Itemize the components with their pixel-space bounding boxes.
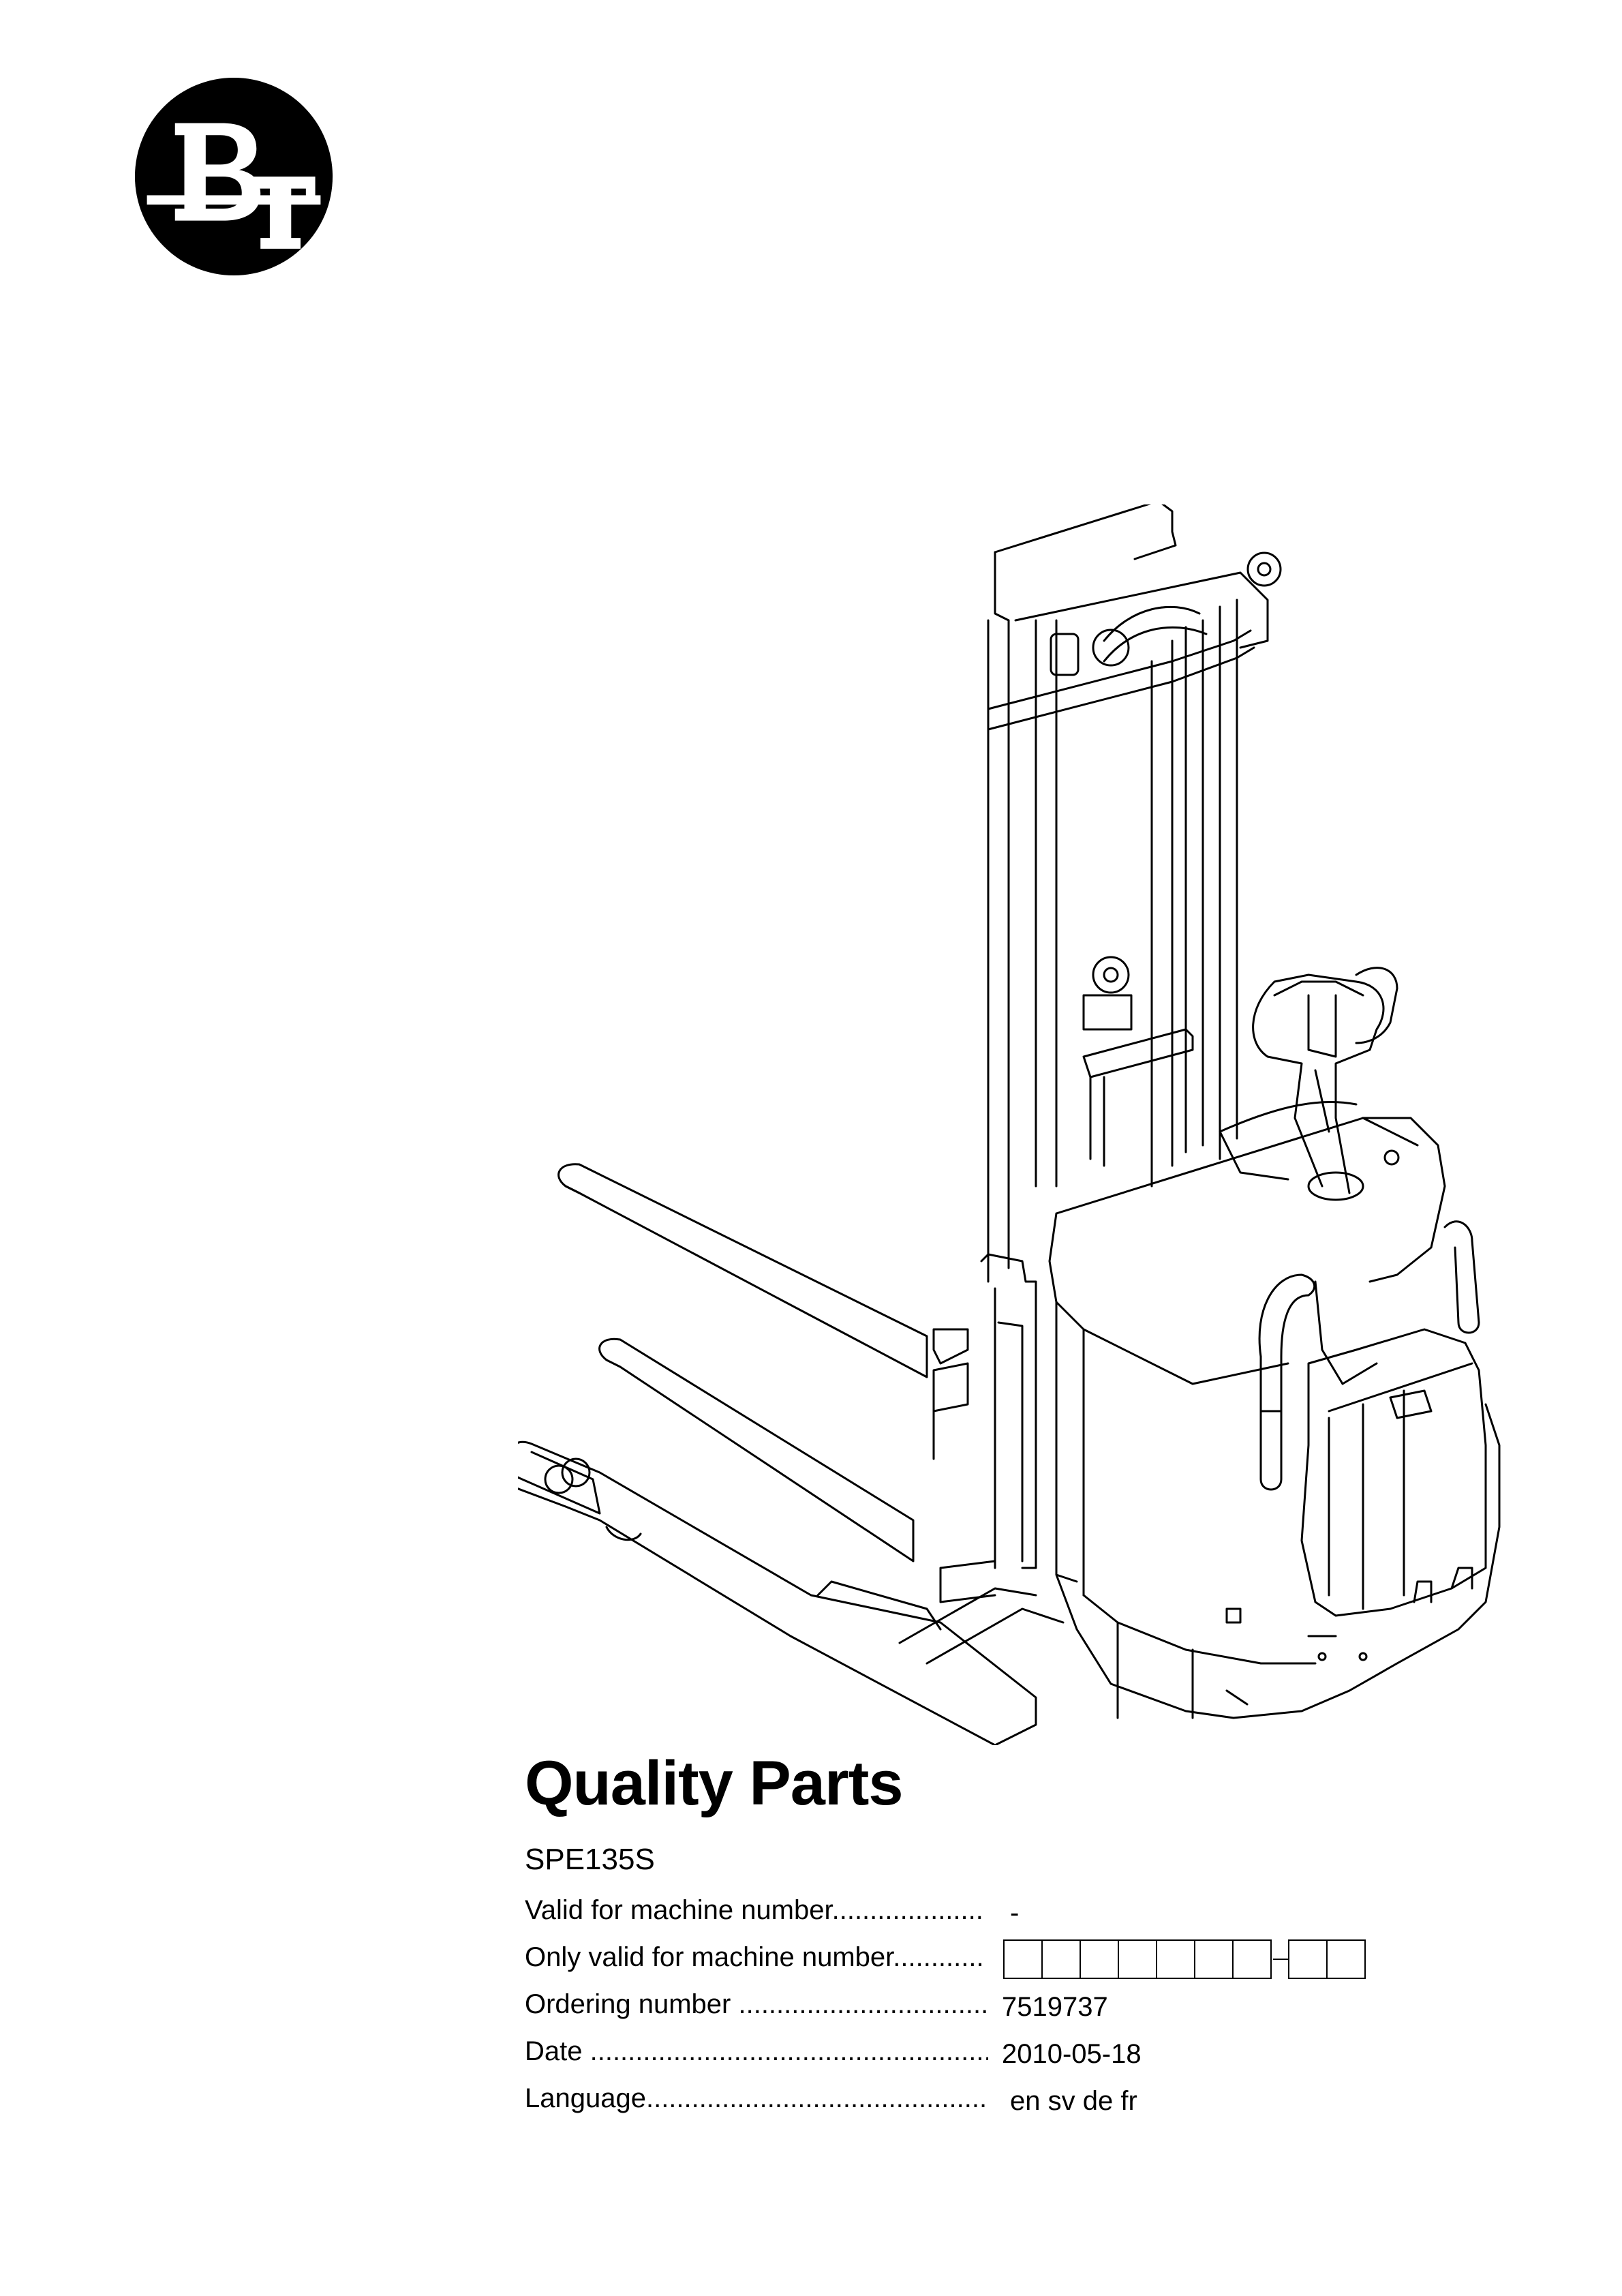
bt-logo bbox=[134, 77, 333, 276]
digit-box bbox=[1194, 1939, 1234, 1979]
info-row-ordering-number: Ordering number ........................… bbox=[525, 1989, 1411, 2036]
info-row-only-valid-machine: Only valid for machine number...........… bbox=[525, 1939, 1411, 1989]
info-row-date: Date ...................................… bbox=[525, 2036, 1411, 2083]
info-label: Date ...................................… bbox=[525, 2036, 988, 2066]
info-label: Only valid for machine number...........… bbox=[525, 1942, 984, 1972]
machine-number-boxes bbox=[1003, 1939, 1366, 1979]
info-label: Language................................… bbox=[525, 2083, 988, 2113]
info-label: Ordering number ........................… bbox=[525, 1989, 988, 2019]
digit-box bbox=[1080, 1939, 1119, 1979]
info-row-valid-machine: Valid for machine number................… bbox=[525, 1895, 1411, 1942]
model-name: SPE135S bbox=[525, 1843, 655, 1876]
digit-box bbox=[1288, 1939, 1328, 1979]
digit-box bbox=[1232, 1939, 1272, 1979]
info-value: 2010-05-18 bbox=[1002, 2039, 1142, 2069]
info-row-language: Language................................… bbox=[525, 2083, 1411, 2130]
separator-dash bbox=[1273, 1959, 1288, 1960]
info-table: Valid for machine number................… bbox=[525, 1895, 1411, 2130]
stacker-illustration bbox=[518, 504, 1501, 1745]
digit-box bbox=[1003, 1939, 1043, 1979]
document-title: Quality Parts bbox=[525, 1749, 904, 1818]
digit-box bbox=[1156, 1939, 1195, 1979]
digit-box bbox=[1118, 1939, 1157, 1979]
digit-box bbox=[1041, 1939, 1081, 1979]
digit-box bbox=[1326, 1939, 1366, 1979]
info-value: 7519737 bbox=[1002, 1992, 1108, 2022]
info-value: - bbox=[1010, 1898, 1020, 1928]
info-label: Valid for machine number................… bbox=[525, 1895, 983, 1925]
info-value: en sv de fr bbox=[1010, 2086, 1137, 2116]
